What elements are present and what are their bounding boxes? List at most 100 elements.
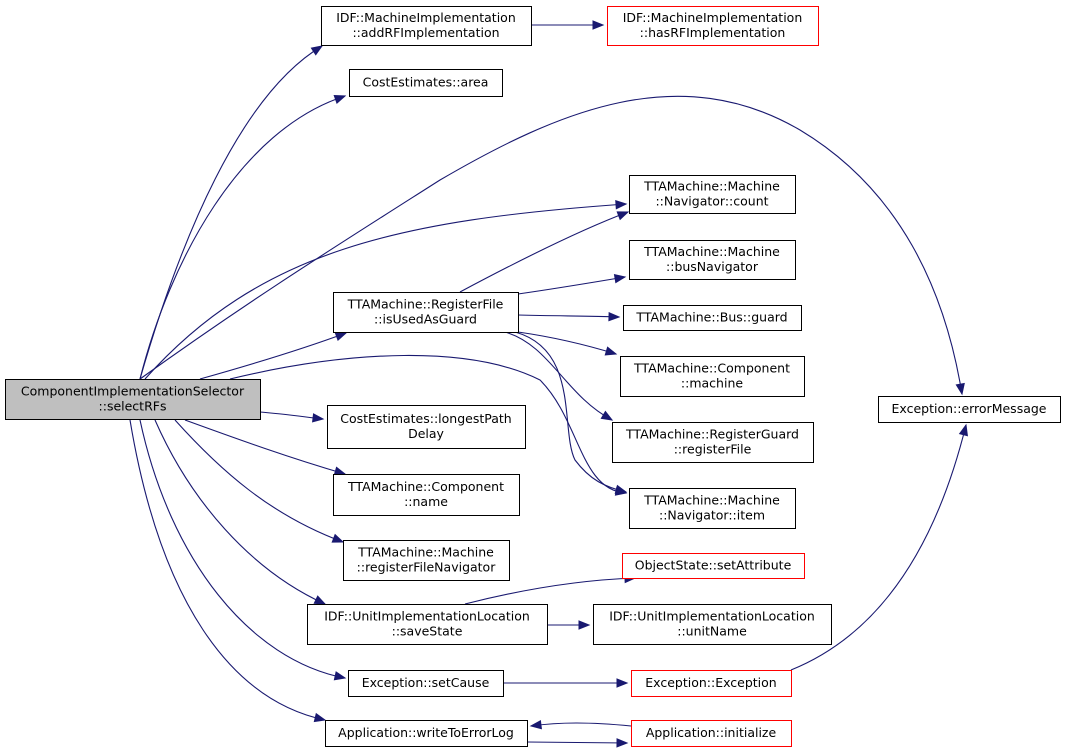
edge-isUsedAsGuard-to-busNav (517, 274, 627, 295)
node-box (349, 69, 503, 97)
node-regGuard[interactable]: TTAMachine::RegisterGuard::registerFile (612, 422, 814, 463)
node-count[interactable]: TTAMachine::Machine::Navigator::count (629, 175, 796, 214)
arrowhead (616, 738, 629, 748)
node-label-line: Delay (408, 426, 444, 441)
node-setCause[interactable]: Exception::setCause (348, 670, 504, 697)
node-label-line: ::Navigator::item (659, 508, 765, 523)
node-label-line: Exception::setCause (362, 675, 490, 690)
arrowhead (333, 95, 347, 104)
node-label-line: TTAMachine::RegisterGuard (625, 427, 799, 442)
edge-root-to-compName (184, 419, 347, 476)
node-busNav[interactable]: TTAMachine::Machine::busNavigator (629, 240, 796, 280)
node-box (629, 240, 796, 280)
arrowhead (608, 311, 621, 322)
node-box (629, 175, 796, 214)
edge-isUsedAsGuard-to-navItem (514, 331, 628, 494)
node-isUsedAsGuard[interactable]: TTAMachine::RegisterFile::isUsedAsGuard (333, 292, 519, 333)
node-label-line: IDF::UnitImplementationLocation (609, 609, 815, 624)
node-box (878, 396, 1061, 423)
node-label-line: Exception::errorMessage (892, 401, 1047, 416)
arrowhead (613, 274, 627, 284)
node-root[interactable]: ComponentImplementationSelector::selectR… (5, 379, 261, 420)
node-box (325, 720, 528, 747)
node-area[interactable]: CostEstimates::area (349, 69, 503, 97)
arrowhead (333, 671, 347, 681)
node-label-line: TTAMachine::Machine (643, 179, 780, 194)
nodes-layer: ComponentImplementationSelector::selectR… (5, 6, 1061, 747)
node-compMachine[interactable]: TTAMachine::Component::machine (620, 356, 805, 397)
node-label-line: CostEstimates::area (363, 75, 489, 90)
node-compName[interactable]: TTAMachine::Component::name (333, 474, 520, 516)
node-box (631, 720, 792, 747)
arrowhead (615, 200, 628, 210)
node-label-line: ::Navigator::count (655, 194, 768, 209)
node-exception[interactable]: Exception::Exception (631, 670, 792, 697)
node-label-line: ObjectState::setAttribute (635, 558, 792, 573)
edge-writeToErrorLog-to-initialize (526, 738, 629, 748)
arrowhead (313, 595, 327, 605)
arrowhead (616, 678, 629, 688)
node-box (620, 356, 805, 397)
edge-root-to-addRF (139, 45, 324, 380)
node-label-line: ::selectRFs (99, 399, 167, 414)
node-label-line: ::hasRFImplementation (640, 25, 786, 40)
node-box (607, 6, 819, 46)
edge-saveState-to-unitName (547, 620, 591, 630)
node-label-line: TTAMachine::Machine (357, 545, 494, 560)
node-addRF[interactable]: IDF::MachineImplementation::addRFImpleme… (321, 6, 532, 46)
node-box (622, 553, 805, 579)
arrowhead (958, 423, 968, 437)
node-label-line: TTAMachine::Machine (643, 244, 780, 259)
node-box (629, 488, 796, 529)
node-box (321, 6, 532, 46)
edge-initialize-to-writeToErrorLog (529, 720, 632, 730)
node-writeToErrorLog[interactable]: Application::writeToErrorLog (325, 720, 528, 747)
node-label-line: ::machine (681, 376, 743, 391)
node-label-line: ::unitName (677, 624, 747, 639)
arrowhead (578, 620, 591, 630)
node-label-line: TTAMachine::Bus::guard (635, 310, 787, 325)
arrowhead (592, 20, 605, 30)
node-box (593, 604, 832, 645)
arrowhead (616, 211, 630, 221)
arrowhead (955, 382, 965, 396)
node-label-line: Exception::Exception (645, 675, 776, 690)
edge-root-to-saveState (154, 419, 327, 605)
arrowhead (604, 346, 618, 356)
arrowhead (334, 332, 348, 342)
node-label-line: ::addRFImplementation (352, 25, 499, 40)
node-box (612, 422, 814, 463)
node-label-line: IDF::UnitImplementationLocation (324, 609, 530, 624)
node-navItem[interactable]: TTAMachine::Machine::Navigator::item (629, 488, 796, 529)
node-label-line: ComponentImplementationSelector (21, 384, 245, 399)
edge-addRF-to-hasRF (531, 20, 605, 30)
arrowhead (331, 533, 345, 543)
arrowhead (312, 413, 325, 423)
node-busGuard[interactable]: TTAMachine::Bus::guard (623, 305, 802, 331)
node-box (348, 670, 504, 697)
node-saveState[interactable]: IDF::UnitImplementationLocation::saveSta… (307, 604, 548, 645)
node-regFileNav[interactable]: TTAMachine::Machine::registerFileNavigat… (343, 540, 510, 581)
edge-root-to-isUsedAsGuard (199, 332, 348, 380)
arrowhead (529, 720, 542, 730)
edge-setCause-to-exception (503, 678, 629, 688)
edges-layer (129, 20, 968, 748)
node-box (5, 379, 261, 420)
node-hasRF[interactable]: IDF::MachineImplementation::hasRFImpleme… (607, 6, 819, 46)
node-box (307, 604, 548, 645)
edge-exception-to-errorMessage (790, 423, 968, 671)
node-label-line: ::name (404, 494, 448, 509)
node-label-line: ::registerFile (674, 442, 752, 457)
node-box (333, 474, 520, 516)
edge-root-to-writeToErrorLog (129, 419, 327, 723)
node-label-line: ::busNavigator (666, 259, 759, 274)
node-errorMessage[interactable]: Exception::errorMessage (878, 396, 1061, 423)
node-initialize[interactable]: Application::initialize (631, 720, 792, 747)
node-unitName[interactable]: IDF::UnitImplementationLocation::unitNam… (593, 604, 832, 645)
arrowhead (310, 45, 324, 56)
node-setAttribute[interactable]: ObjectState::setAttribute (622, 553, 805, 579)
edge-isUsedAsGuard-to-compMachine (517, 331, 618, 356)
node-label-line: TTAMachine::Machine (643, 493, 780, 508)
